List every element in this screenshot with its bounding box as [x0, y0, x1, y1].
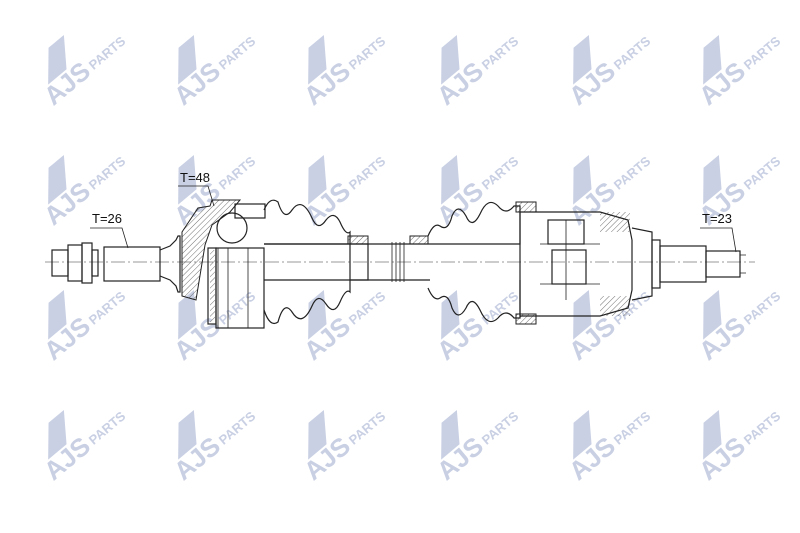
outer-boot-clamp — [347, 235, 369, 245]
outer-boot — [263, 199, 351, 325]
outer-cv-joint — [181, 199, 266, 329]
watermark-shape — [573, 154, 592, 205]
watermark-shape — [308, 154, 327, 205]
inner-boot — [427, 201, 521, 323]
watermark-shape — [308, 289, 327, 340]
watermark-shape — [441, 289, 460, 340]
outer-thread-label: T=26 — [92, 211, 122, 226]
watermark-shape — [573, 289, 592, 340]
watermark-shape — [48, 289, 67, 340]
watermark-shape — [441, 154, 460, 205]
watermark-shape — [178, 154, 197, 205]
abs-ring-teeth-label: T=48 — [180, 170, 210, 185]
inner-stub — [659, 245, 746, 283]
watermark-shape — [48, 34, 67, 85]
watermark-shape — [441, 409, 460, 460]
watermark-shape — [573, 409, 592, 460]
leader-lines — [90, 185, 737, 253]
watermark-shape — [441, 34, 460, 85]
watermark-shape — [703, 409, 722, 460]
watermark-shape — [703, 154, 722, 205]
watermark-shape — [308, 34, 327, 85]
watermark-shape — [178, 34, 197, 85]
inner-thread-label: T=23 — [702, 211, 732, 226]
watermark-shape — [178, 409, 197, 460]
watermark-shape — [703, 34, 722, 85]
outer-stub — [51, 235, 181, 293]
inner-boot-clamp — [409, 235, 429, 245]
watermark-shape — [178, 289, 197, 340]
shaft — [264, 242, 430, 282]
watermark-shape — [573, 34, 592, 85]
watermark-shape — [48, 409, 67, 460]
inner-tripod-joint — [515, 201, 661, 325]
watermark-shape — [308, 409, 327, 460]
watermark-shape — [48, 154, 67, 205]
watermark-shape — [703, 289, 722, 340]
